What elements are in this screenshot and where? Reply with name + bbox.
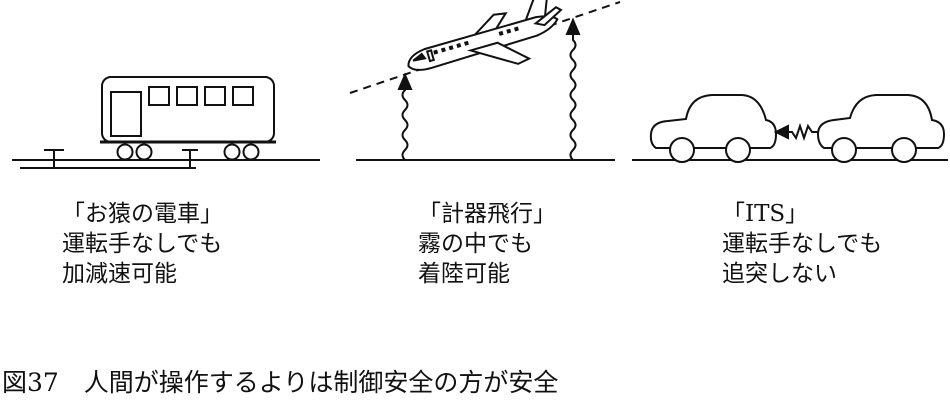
radio-beam-arrowhead-1: [397, 72, 413, 90]
radio-beam-wave-1: [401, 84, 409, 161]
airplane: [407, 0, 563, 71]
its-caption-line-2: 追突しない: [722, 261, 837, 287]
airplane-cockpit-window: [412, 52, 427, 62]
radio-beam-arrowhead-2: [565, 17, 581, 35]
train-window-4: [232, 86, 254, 106]
train-wheel-3: [223, 143, 241, 161]
figure-caption: 図37 人間が操作するよりは制御安全の方が安全: [2, 368, 559, 397]
radio-beam-wave-2: [569, 30, 577, 161]
its-caption-line-1: 運転手なしでも: [722, 231, 883, 257]
plane-caption: 「計器飛行」 霧の中でも 着陸可能: [418, 199, 556, 289]
distance-sensor-arrowhead: [773, 124, 789, 140]
plane-caption-title: 「計器飛行」: [418, 201, 556, 227]
rear-car-wheel-back: [725, 137, 751, 163]
airplane-fuselage: [407, 15, 559, 71]
train-caption: 「お猿の電車」 運転手なしでも 加減速可能: [62, 199, 223, 289]
airplane-near-wing: [466, 41, 532, 65]
rear-car-body: [649, 94, 778, 149]
rear-car-wheel-front: [669, 137, 695, 163]
front-car-body: [816, 94, 946, 149]
train-wheel-2: [135, 143, 153, 161]
its-illustration: [632, 94, 948, 163]
front-car-wheel-front: [831, 137, 857, 163]
airplane-windows: [433, 26, 519, 55]
train-caption-line-2: 加減速可能: [62, 261, 177, 287]
airplane-stabilizer: [533, 6, 563, 27]
train-window-3: [204, 86, 226, 106]
rail-marker-left: [44, 149, 64, 168]
rail-marker-right: [182, 149, 198, 168]
distance-sensor-signal: [786, 122, 818, 142]
airplane-door: [425, 49, 436, 63]
train-wheel-1: [116, 143, 134, 161]
front-car-wheel-back: [891, 137, 917, 163]
train-illustration: [12, 76, 320, 169]
plane-caption-line-2: 着陸可能: [418, 261, 510, 287]
train-caption-title: 「お猿の電車」: [62, 201, 223, 227]
train-window-2: [176, 86, 198, 106]
train-wheel-4: [242, 143, 260, 161]
train-window-1: [148, 86, 170, 106]
train-door: [110, 91, 142, 137]
its-caption: 「ITS」 運転手なしでも 追突しない: [722, 199, 882, 289]
train-caption-line-1: 運転手なしでも: [62, 231, 223, 257]
plane-caption-line-1: 霧の中でも: [418, 231, 533, 257]
its-caption-title: 「ITS」: [722, 201, 809, 227]
